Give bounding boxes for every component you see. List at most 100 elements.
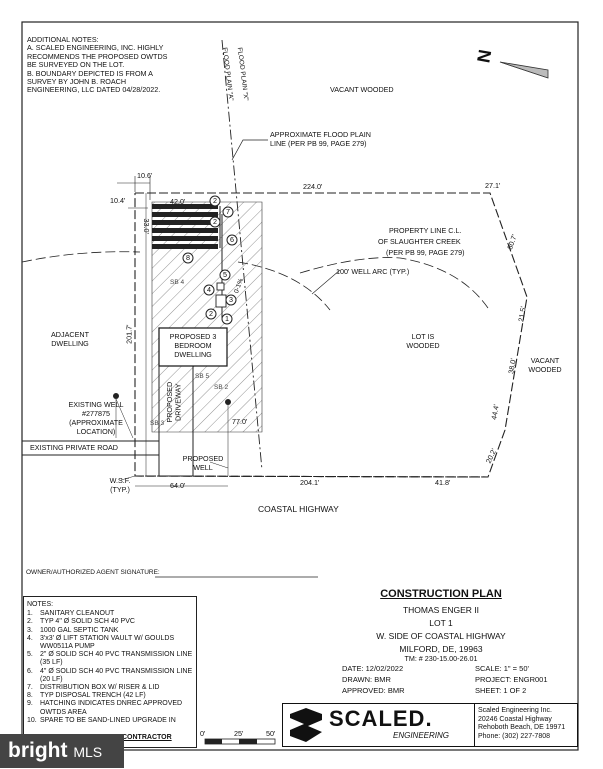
property-line-label-2: OF SLAUGHTER CREEK — [378, 237, 461, 246]
legend-item: 2.TYP 4" Ø SOLID SCH 40 PVC — [27, 618, 135, 626]
title-city: MILFORD, DE, 19963 — [399, 644, 483, 654]
legend-item: 10.SPARE TO BE SAND-LINED UPGRADE IN — [27, 716, 176, 724]
sheet-border — [21, 21, 579, 751]
existing-well-label-3: (APPROXIMATE — [69, 418, 123, 427]
legend-item: 7.DISTRIBUTION BOX W/ RISER & LID — [27, 684, 160, 692]
dim-204-1: 204.1' — [300, 478, 320, 487]
title-scale: SCALE: 1" = 50' — [475, 664, 529, 673]
north-arrow-icon — [499, 61, 549, 79]
sb2-label: SB 2 — [214, 384, 229, 391]
scale-label-25: 25' — [234, 729, 244, 738]
coastal-highway-label: COASTAL HIGHWAY — [258, 504, 339, 514]
title-approved: APPROVED: BMR — [342, 686, 405, 695]
lot-wooded-label-1: LOT IS — [411, 332, 435, 341]
callout-number: 2 — [213, 217, 217, 226]
additional-notes-line: B. BOUNDARY DEPICTED IS FROM A — [27, 68, 153, 78]
sb3-label: SB 3 — [150, 420, 165, 427]
scale-label-50: 50' — [266, 729, 276, 738]
legend-item: 6.4" Ø SOLID SCH 40 PVC TRANSMISSION LIN… — [27, 667, 193, 683]
flood-line-leader — [231, 139, 268, 161]
wsf-label-2: (TYP.) — [110, 485, 130, 494]
driveway-label-2: DRIVEWAY — [173, 383, 183, 421]
legend-item: 1.SANITARY CLEANOUT — [27, 610, 115, 618]
firm-info: Scaled Engineering Inc. 20246 Coastal Hi… — [473, 703, 578, 747]
dim-10-6: 10.6' — [137, 171, 153, 180]
logo-scaled-text: SCALED. — [329, 706, 433, 731]
title-sheet: SHEET: 1 OF 2 — [475, 686, 527, 695]
flood-line-label-2: LINE (PER PB 99, PAGE 279) — [270, 139, 367, 148]
vacant-wooded-right-1: VACANT — [530, 356, 560, 365]
well-arc-center — [237, 261, 331, 311]
sb4-label: SB 4 — [170, 279, 185, 286]
property-line-label-3: (PER PB 99, PAGE 279) — [386, 248, 465, 257]
dim-10-4: 10.4' — [110, 196, 126, 205]
vacant-wooded-top: VACANT WOODED — [330, 85, 394, 94]
existing-well-icon — [113, 393, 119, 399]
title-project: PROJECT: ENGR001 — [475, 675, 548, 684]
lift-station — [216, 282, 225, 291]
wsf-label-1: W.S.F. — [109, 476, 131, 485]
additional-notes-line: A. SCALED ENGINEERING, INC. HIGHLY — [27, 43, 164, 53]
notes-legend: NOTES: 1.SANITARY CLEANOUT 2.TYP 4" Ø SO… — [23, 596, 197, 748]
title-drawn: DRAWN: BMR — [342, 675, 391, 684]
bright-mls-watermark: bright MLS — [0, 734, 124, 768]
dwelling-label-2: BEDROOM — [174, 341, 212, 350]
additional-notes-line: BE SURVEYED ON THE LOT. — [27, 60, 125, 70]
callout-number: 8 — [186, 253, 190, 262]
lot-wooded-label-2: WOODED — [406, 341, 440, 350]
existing-road-label: EXISTING PRIVATE ROAD — [30, 443, 118, 452]
legend-item: 5.2" Ø SOLID SCH 40 PVC TRANSMISSION LIN… — [27, 651, 193, 667]
flood-line-label-1: APPROXIMATE FLOOD PLAIN — [270, 130, 371, 139]
proposed-well-label-1: PROPOSED — [182, 454, 224, 463]
proposed-well-label-2: WELL — [193, 463, 213, 472]
north-letter: N — [473, 48, 496, 65]
well-arc-left — [21, 251, 141, 263]
signature-label: OWNER/AUTHORIZED AGENT SIGNATURE: — [26, 569, 160, 576]
vacant-wooded-right-2: WOODED — [528, 365, 562, 374]
dwelling-label-3: DWELLING — [174, 350, 212, 359]
property-line-label-1: PROPERTY LINE C.L. — [389, 226, 462, 235]
callout-number: 2 — [209, 309, 213, 318]
dim-77: 77.0' — [232, 417, 248, 426]
existing-well-label-1: EXISTING WELL — [68, 400, 124, 409]
septic-tank — [215, 294, 227, 308]
legend-partial-line: D CONTRACTOR — [115, 734, 172, 741]
dim-201-7: 201.7' — [124, 324, 134, 344]
callout-number: 2 — [213, 196, 217, 205]
additional-notes-heading: ADDITIONAL NOTES: — [27, 35, 99, 44]
callout-number: 6 — [230, 235, 234, 244]
dim-64: 64.0' — [170, 481, 186, 490]
well-arc-label: 100' WELL ARC (TYP.) — [336, 267, 410, 276]
firm-name: Scaled Engineering Inc. — [478, 707, 552, 714]
callout-number: 7 — [226, 207, 230, 216]
legend-item: 8.TYP DISPOSAL TRENCH (42 LF) — [27, 692, 146, 700]
additional-notes-line: SURVEY BY JOHN B. ROACH — [27, 77, 127, 87]
scale-label-0: 0' — [200, 729, 206, 738]
adjacent-dwelling-label-2: DWELLING — [51, 339, 89, 348]
logo-engineering-text: ENGINEERING — [393, 731, 450, 740]
callout-number: 3 — [229, 295, 233, 304]
firm-address-1: 20246 Coastal Highway — [478, 715, 552, 723]
legend-item: 3.1000 GAL SEPTIC TANK — [27, 626, 119, 634]
callout-number: 4 — [207, 285, 211, 294]
dim-33: 33.0' — [141, 218, 151, 234]
dwelling-label-1: PROPOSED 3 — [169, 332, 217, 341]
firm-phone: Phone: (302) 227-7808 — [478, 732, 550, 740]
notes-heading: NOTES: — [27, 601, 54, 608]
additional-notes-line: RECOMMENDS THE PROPOSED OWTDS — [27, 51, 168, 61]
title-location: W. SIDE OF COASTAL HIGHWAY — [376, 631, 506, 641]
additional-notes-line: ENGINEERING, LLC DATED 04/28/2022. — [27, 85, 161, 95]
callout-number: 1 — [225, 314, 229, 323]
title-lot: LOT 1 — [429, 618, 453, 628]
title-tm: TM: # 230-15.00-26.01 — [404, 654, 478, 663]
dim-27-1: 27.1' — [485, 181, 501, 190]
existing-well-label-4: LOCATION) — [76, 427, 116, 436]
title-date: DATE: 12/02/2022 — [342, 664, 404, 673]
firm-address-2: Rehoboth Beach, DE 19971 — [478, 724, 566, 732]
adjacent-dwelling-label-1: ADJACENT — [51, 330, 89, 339]
callout-number: 5 — [223, 270, 227, 279]
scale-bar — [204, 738, 276, 745]
